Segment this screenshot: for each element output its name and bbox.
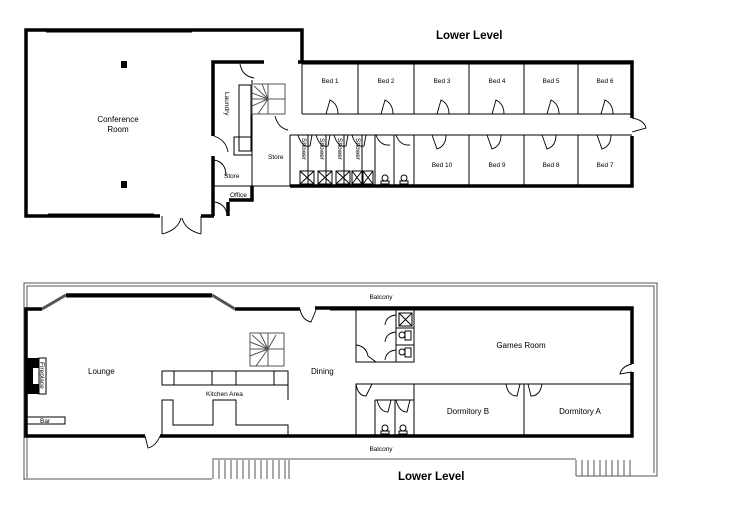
store-small-label: Store — [224, 173, 240, 180]
bed-dividers — [301, 62, 579, 186]
toilet-icon — [380, 174, 409, 185]
dormitory-b-label: Dormitory B — [447, 407, 489, 416]
bed-label: Bed 4 — [489, 78, 506, 85]
plan-upper: Lower Level Conference Room — [24, 28, 647, 235]
store-large-label: Store — [268, 154, 284, 161]
stair-rail — [581, 460, 631, 476]
toilet-icon — [398, 330, 412, 358]
office-label: Office — [230, 192, 247, 199]
bar-counter — [26, 416, 66, 425]
bed-label: Bed 5 — [543, 78, 560, 85]
bed-label: Bed 2 — [378, 78, 395, 85]
shower-label: Shower — [336, 138, 343, 161]
lounge: Fireplace Bar Lounge — [26, 357, 115, 425]
doors — [355, 383, 411, 413]
plan-title: Lower Level — [436, 30, 502, 42]
column — [121, 181, 127, 188]
building-walls — [24, 293, 634, 449]
column — [121, 61, 127, 68]
shower-trays — [299, 170, 374, 185]
bed-label: Bed 6 — [597, 78, 614, 85]
kitchen-label: Kitchen Area — [206, 391, 243, 398]
kitchen: Kitchen Area Dining — [161, 332, 334, 436]
toilet-icon — [380, 424, 408, 435]
plan-lower: Balcony Balcony Lower Level Fireplace Ba… — [23, 282, 658, 483]
shower-label: Shower — [354, 138, 361, 161]
washrooms — [355, 310, 415, 436]
bed-label: Bed 7 — [597, 162, 614, 169]
games-room-label: Games Room — [496, 341, 546, 350]
laundry-label: Laundry — [223, 92, 230, 116]
doors — [325, 99, 647, 150]
games-dorms: Games Room Dormitory B Dormitory A — [414, 341, 632, 436]
doors — [355, 314, 397, 363]
bed-label: Bed 10 — [432, 162, 453, 169]
doors — [213, 63, 289, 215]
balcony-label-bottom: Balcony — [369, 446, 393, 453]
bedroom-wing: Shower Shower Shower Shower Bed 1 Bed 2 … — [289, 60, 647, 188]
doors — [144, 308, 633, 449]
lounge-label: Lounge — [88, 367, 115, 376]
plan-title: Lower Level — [398, 471, 464, 483]
conference-label-2: Room — [107, 125, 129, 134]
dining-label: Dining — [311, 367, 334, 376]
balcony-label-top: Balcony — [369, 294, 393, 301]
dormitory-a-label: Dormitory A — [559, 407, 601, 416]
shower-doors — [297, 134, 411, 147]
stairs-icon — [249, 332, 285, 367]
bed-label: Bed 1 — [322, 78, 339, 85]
bed-label: Bed 8 — [543, 162, 560, 169]
service-core: Laundry Store Store Office — [211, 60, 630, 216]
conference-room: Conference Room — [24, 28, 304, 235]
stair-rail — [218, 460, 286, 479]
conference-label-1: Conference — [97, 115, 139, 124]
bed-label: Bed 3 — [434, 78, 451, 85]
double-door — [161, 216, 202, 235]
doors — [505, 383, 543, 397]
balcony: Balcony Balcony — [23, 282, 658, 480]
fireplace-label: Fireplace — [38, 362, 45, 389]
bar-label: Bar — [40, 418, 51, 425]
stairs-icon — [251, 83, 286, 115]
bed-label: Bed 9 — [489, 162, 506, 169]
shower-label: Shower — [300, 138, 307, 161]
shower-label: Shower — [318, 138, 325, 161]
